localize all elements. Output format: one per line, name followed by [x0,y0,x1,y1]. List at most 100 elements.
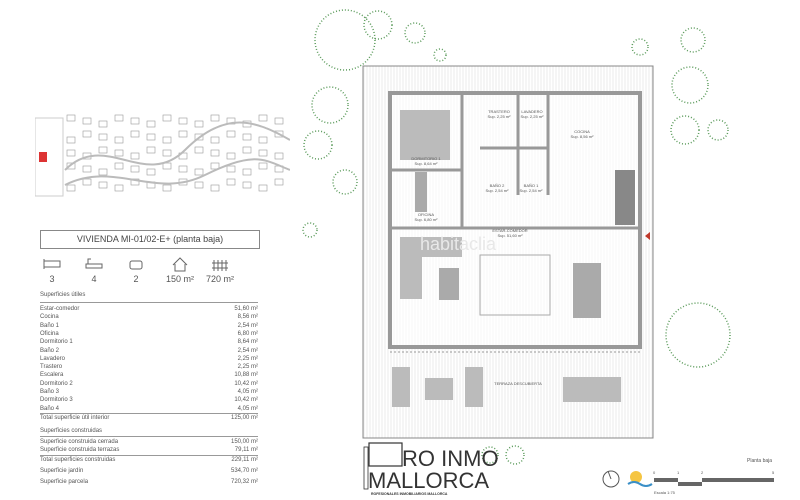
row-value: 10,42 m² [234,380,258,387]
bathtub-icon [85,258,103,269]
room-area: Sup. 2,25 m² [488,114,512,119]
row-value: 4,05 m² [237,389,258,395]
terrace-label: TERRAZA DESCUBIERTA [494,381,542,386]
lot [274,152,284,160]
logo-line2: MALLORCA [368,468,489,493]
dining-table [573,263,601,318]
lot [178,130,188,138]
stat-value: 2 [133,274,139,284]
divider [40,455,258,456]
lot [114,162,124,170]
stat-fence: 720 m² [200,256,240,284]
lot [98,146,108,154]
scale-tick: 1 [677,470,680,475]
sea-icon [627,481,653,487]
row-label: Escalera [40,372,64,379]
lot [274,178,284,186]
row-label: Trastero [40,364,63,371]
stat-car: 2 [116,256,156,284]
lot [162,114,172,122]
sun-icon [630,471,642,483]
car-icon [129,260,143,270]
stat-value: 150 m² [165,274,194,284]
location-marker [39,152,47,162]
tree [680,27,706,53]
kitchen-counter [615,170,635,225]
room-area: Sup. 8,64 m² [415,161,439,166]
lot [114,114,124,122]
coffee-table [439,268,459,300]
row-label: Baño 4 [40,405,60,412]
stat-house: 150 m² [160,256,200,284]
stat-bed: 3 [32,256,72,284]
row-value: 125,00 m² [230,415,258,421]
lot [258,114,268,122]
lot [210,184,220,192]
built-row: Superficie construida terrazas 79,11 m² [40,446,258,454]
lot [66,114,76,122]
lot [274,130,284,138]
fence-icon [212,260,228,271]
lot [130,130,140,138]
built-heading: Superficies construidas [40,428,103,434]
lot [114,184,124,192]
row-label: Cocina [40,314,59,321]
row-value: 51,60 m² [234,306,258,312]
lot [98,168,108,176]
row-value: 2,25 m² [237,364,258,371]
row-value: 6,80 m² [237,330,258,337]
row-value: 4,05 m² [237,405,258,412]
lot [82,117,92,125]
armchair [465,367,483,407]
lot [258,184,268,192]
tree [314,9,376,71]
tree [481,446,499,464]
room-area: Sup. 2,54 m² [486,188,510,193]
lot [82,165,92,173]
lot [210,114,220,122]
scale-label: Escala 1:75 [654,490,676,495]
lot [242,146,252,154]
row-value: 79,11 m² [234,447,258,453]
lot [162,136,172,144]
scale-tick: 5 [772,470,775,475]
divider [40,436,258,437]
lot [210,149,220,157]
lot [258,162,268,170]
row-label: Superficie construida cerrada [40,439,119,445]
north-arrow-icon [602,470,620,488]
lot [82,130,92,138]
lot [130,117,140,125]
room-name: ESTAR-COMEDOR [492,228,527,233]
useful-heading: Superficies útiles [40,292,86,298]
lot [178,117,188,125]
outdoor-table [563,377,621,402]
lot [146,168,156,176]
room-name: BAÑO 1 [524,183,539,188]
row-label: Baño 2 [40,347,60,354]
scale-bar: 0 1 2 5 [653,470,775,486]
room-area: Sup. 51,60 m² [497,233,523,238]
desk [415,172,427,212]
row-label: Estar-comedor [40,306,80,312]
room-name: COCINA [574,129,590,134]
tree [433,48,447,62]
row-label: Superficie construida terrazas [40,447,120,453]
lot [162,162,172,170]
row-value: 229,11 m² [231,457,258,463]
lot [258,136,268,144]
house-icon [172,257,188,272]
lot [98,181,108,189]
scale-tick: 0 [653,470,656,475]
lot [162,184,172,192]
watermark: habitaclia [420,234,497,254]
bed [400,110,450,160]
tree [303,130,333,160]
